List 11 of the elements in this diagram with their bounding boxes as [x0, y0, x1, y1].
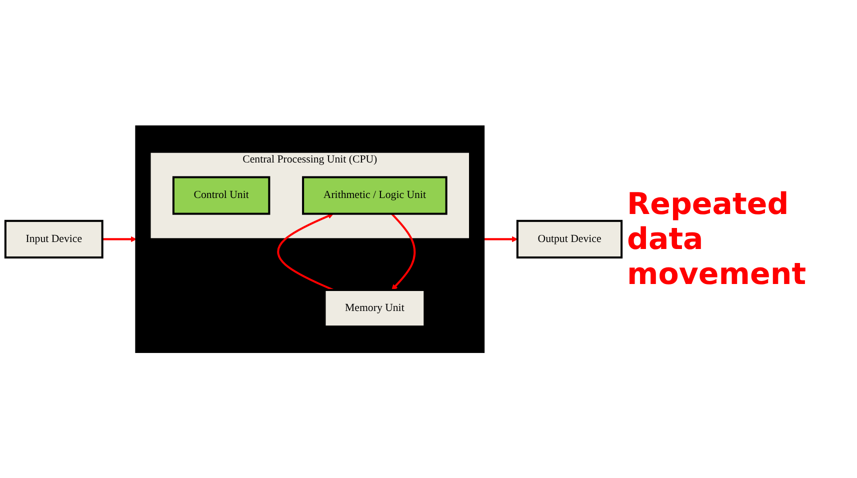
- arrow: [391, 212, 416, 290]
- arrow: [484, 236, 518, 242]
- cluster: [135, 125, 485, 353]
- arrow: [277, 213, 334, 291]
- node-box: Arithmetic / Logic Unit: [302, 176, 448, 215]
- node-box: Memory Unit: [324, 288, 426, 328]
- node-box: Output Device: [516, 220, 623, 258]
- arrow: [102, 236, 136, 242]
- node-box: Input Device: [4, 220, 104, 258]
- note-text: Repeated data movement: [627, 186, 808, 292]
- node-box: Control Unit: [172, 176, 270, 215]
